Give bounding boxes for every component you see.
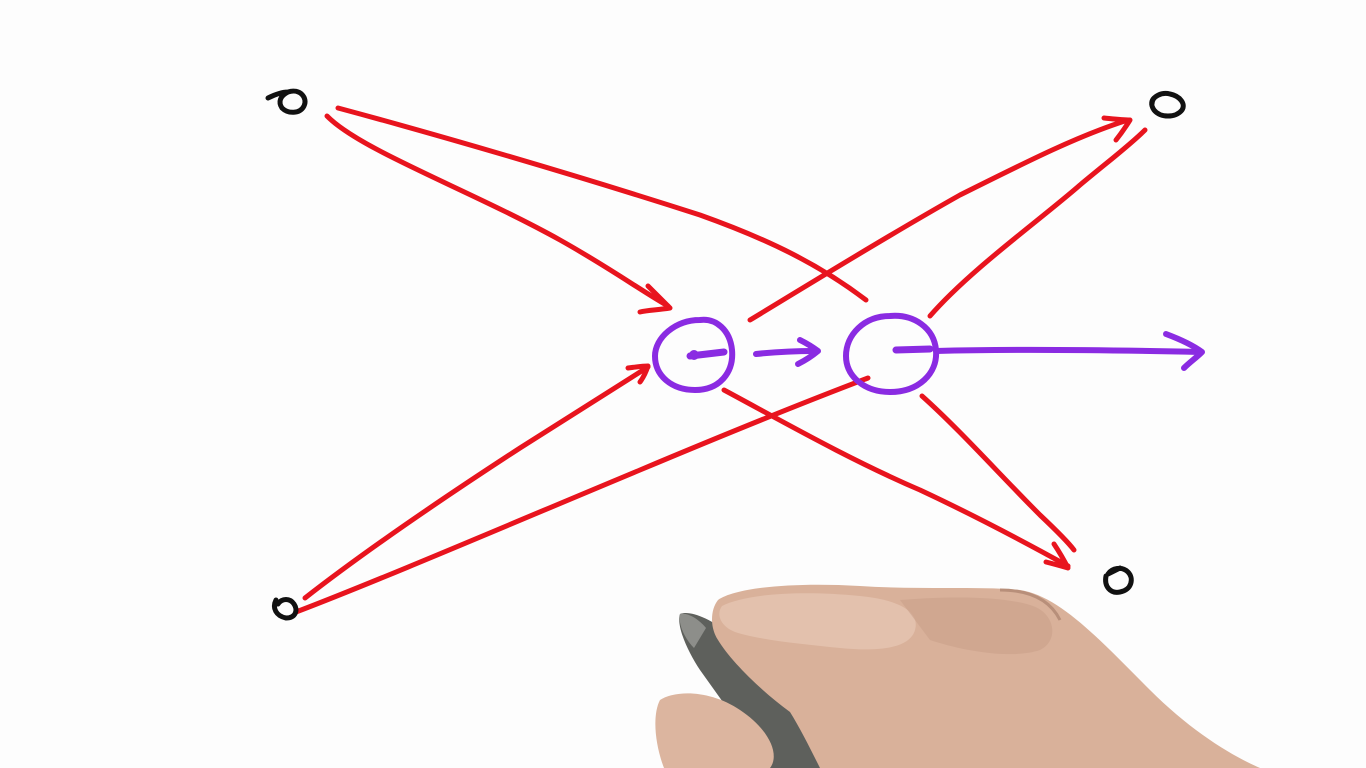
left-center-node bbox=[651, 316, 736, 394]
edge-bottom-left-to-right-node bbox=[293, 375, 871, 615]
center-nodes bbox=[651, 312, 940, 396]
hand-icon bbox=[655, 584, 1260, 768]
right-center-node bbox=[842, 312, 940, 396]
arrowhead-left-node-to-bottom-right bbox=[1043, 541, 1071, 571]
arrow-left-to-right-node bbox=[753, 348, 818, 357]
edge-top-left-to-left-node bbox=[324, 113, 671, 309]
arrowhead-bottom-left-to-left-node bbox=[625, 363, 651, 385]
top-right-port bbox=[1149, 91, 1186, 119]
arrowhead-top-left-to-left-node bbox=[637, 283, 673, 315]
edge-right-node-to-top-right bbox=[927, 127, 1148, 319]
bottom-right-port bbox=[1103, 565, 1134, 595]
output-arrowhead bbox=[1163, 331, 1205, 371]
edge-right-node-to-bottom-right bbox=[919, 393, 1077, 553]
red-edges bbox=[293, 105, 1148, 615]
top-left-port bbox=[265, 88, 308, 115]
purple-arrows bbox=[753, 331, 1205, 371]
arrowhead-left-to-right-node bbox=[795, 337, 821, 367]
edge-top-left-to-right-node bbox=[335, 105, 869, 303]
output-arrow bbox=[933, 346, 1203, 355]
edge-bottom-left-to-left-node bbox=[302, 364, 651, 601]
edge-left-node-to-bottom-right bbox=[721, 387, 1071, 569]
bottom-left-port bbox=[271, 597, 299, 621]
edge-left-node-to-top-right bbox=[747, 117, 1131, 323]
ports bbox=[265, 88, 1186, 621]
arrowhead-left-node-to-top-right bbox=[1101, 115, 1133, 143]
